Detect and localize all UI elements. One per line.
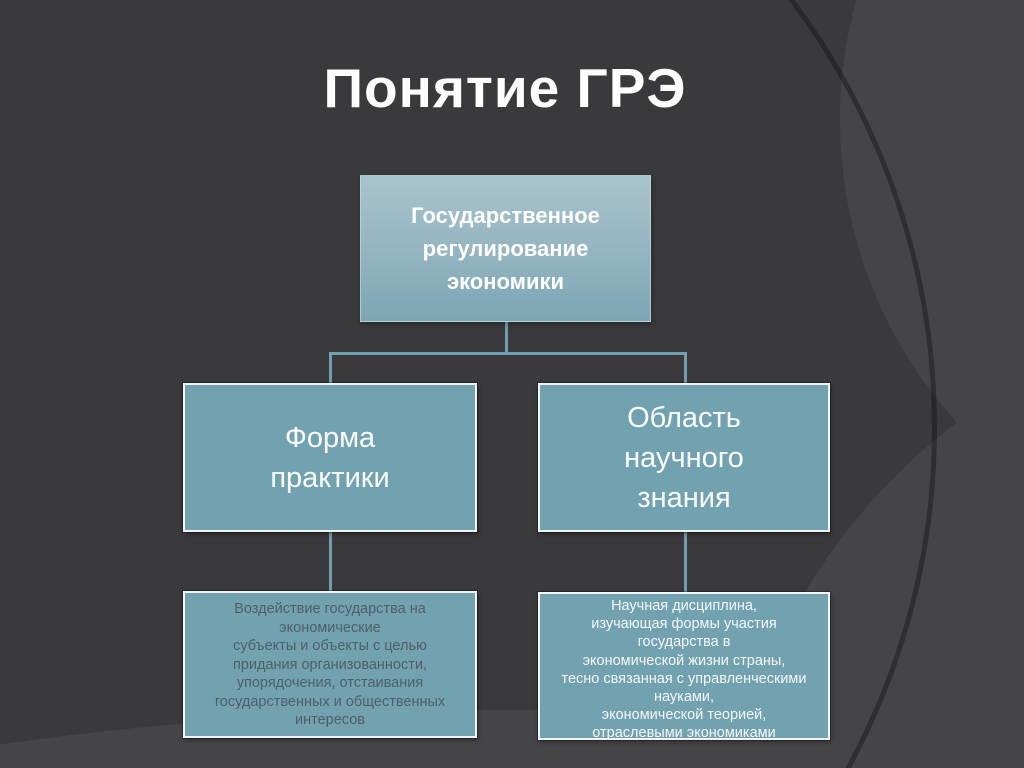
branch-description-label: Научная дисциплина, изучающая формы учас… xyxy=(561,598,807,740)
branch-title-label: Область научного знания xyxy=(624,401,744,514)
diagram-detail-forma-praktiki: Воздействие государства на экономические… xyxy=(183,591,477,738)
connector-root-down xyxy=(505,321,508,353)
diagram-detail-oblast-nauchnogo-znania: Научная дисциплина, изучающая формы учас… xyxy=(538,592,830,740)
slide-title: Понятие ГРЭ xyxy=(323,57,687,119)
connector-drop-left xyxy=(329,352,332,384)
branch-description-label: Воздействие государства на экономические… xyxy=(214,601,446,728)
diagram-node-forma-praktiki: Форма практики xyxy=(183,383,477,532)
diagram-node-oblast-nauchnogo-znania: Область научного знания xyxy=(538,383,830,532)
diagram-root-node: Государственное регулирование экономики xyxy=(360,175,651,322)
connector-drop-right xyxy=(684,352,687,384)
connector-left-branch-detail xyxy=(329,531,332,592)
branch-title-label: Форма практики xyxy=(270,421,390,494)
connector-horizontal xyxy=(329,352,687,355)
connector-right-branch-detail xyxy=(684,531,687,593)
diagram-root-label: Государственное регулирование экономики xyxy=(411,203,600,294)
bottom-light-arc-decoration xyxy=(0,710,1024,768)
